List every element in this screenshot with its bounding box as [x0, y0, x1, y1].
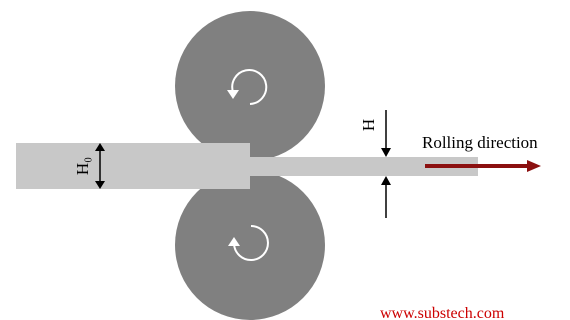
rotate-counterclockwise-icon: [227, 69, 268, 105]
bottom-roller: [175, 170, 325, 320]
watermark-text: www.substech.com: [380, 305, 505, 320]
initial-thickness-label: H₀: [73, 157, 92, 175]
rotate-clockwise-icon: [228, 225, 269, 261]
rolling-direction-label: Rolling direction: [422, 133, 538, 152]
final-thickness-label: H: [359, 119, 378, 131]
strip-incoming: [16, 143, 250, 189]
initial-thickness-dimension: [95, 143, 105, 189]
final-thickness-dimension: [381, 110, 391, 218]
top-roller: [175, 11, 325, 161]
strip-outgoing: [246, 157, 478, 176]
rolling-direction-arrow: [425, 160, 541, 172]
